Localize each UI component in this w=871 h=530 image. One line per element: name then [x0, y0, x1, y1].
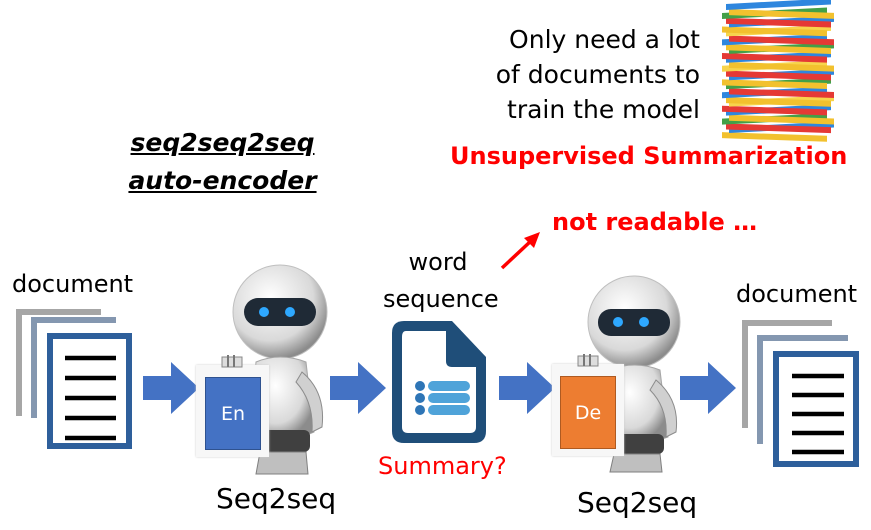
folder-stack-icon — [722, 0, 834, 142]
output-document-stack-icon — [742, 320, 859, 467]
folder-layer — [726, 123, 831, 134]
title-line-2: auto-encoder — [128, 166, 317, 195]
unsupervised-summarization-heading: Unsupervised Summarization — [450, 142, 848, 170]
decoder-badge: De — [560, 376, 616, 449]
folder-layer — [729, 88, 834, 99]
folder-layer — [722, 79, 827, 90]
note-line-3: train the model — [507, 95, 700, 124]
flow-arrow-2-icon — [330, 362, 386, 414]
title-line-1: seq2seq2seq — [130, 128, 315, 157]
diagram-title: seq2seq2seq auto-encoder — [100, 124, 345, 200]
encoder-model-label: Seq2seq — [216, 482, 337, 515]
folder-layer — [726, 70, 831, 81]
word-sequence-file-icon — [392, 321, 486, 443]
encoder-badge-label: En — [220, 402, 246, 425]
folder-layer — [722, 132, 827, 142]
input-document-label: document — [12, 270, 134, 298]
folder-layer — [726, 17, 831, 28]
folder-layer — [726, 44, 831, 54]
decoder-badge-label: De — [574, 401, 602, 424]
folder-layer — [726, 97, 831, 107]
folder-layer — [729, 9, 834, 19]
note-line-2: of documents to — [495, 60, 700, 89]
flow-arrow-3-icon — [499, 362, 555, 414]
training-note: Only need a lot of documents to train th… — [440, 22, 700, 127]
folder-layer — [729, 61, 834, 72]
decoder-robot-icon — [587, 275, 681, 473]
folder-layer — [722, 26, 827, 37]
folder-layer — [729, 114, 834, 125]
note-line-1: Only need a lot — [509, 25, 700, 54]
clip-icon — [577, 354, 599, 367]
folder-layer — [722, 105, 827, 116]
clip-icon — [221, 355, 243, 368]
word-sequence-line-1: word — [408, 248, 468, 276]
not-readable-annotation: not readable … — [552, 208, 758, 236]
decoder-card: De — [552, 354, 624, 456]
folder-layer — [722, 52, 827, 63]
input-document-stack-icon — [16, 309, 132, 449]
folder-layer — [726, 0, 831, 10]
annotation-arrow-icon — [500, 232, 540, 270]
word-sequence-label: word sequence — [383, 244, 499, 318]
output-document-label: document — [736, 280, 858, 308]
encoder-card: En — [196, 355, 269, 457]
flow-arrow-1-icon — [143, 362, 199, 414]
word-sequence-line-2: sequence — [383, 285, 499, 313]
folder-layer — [729, 35, 834, 46]
summary-caption: Summary? — [378, 452, 507, 480]
decoder-model-label: Seq2seq — [577, 486, 698, 519]
flow-arrow-4-icon — [680, 362, 736, 414]
encoder-badge: En — [205, 377, 261, 450]
